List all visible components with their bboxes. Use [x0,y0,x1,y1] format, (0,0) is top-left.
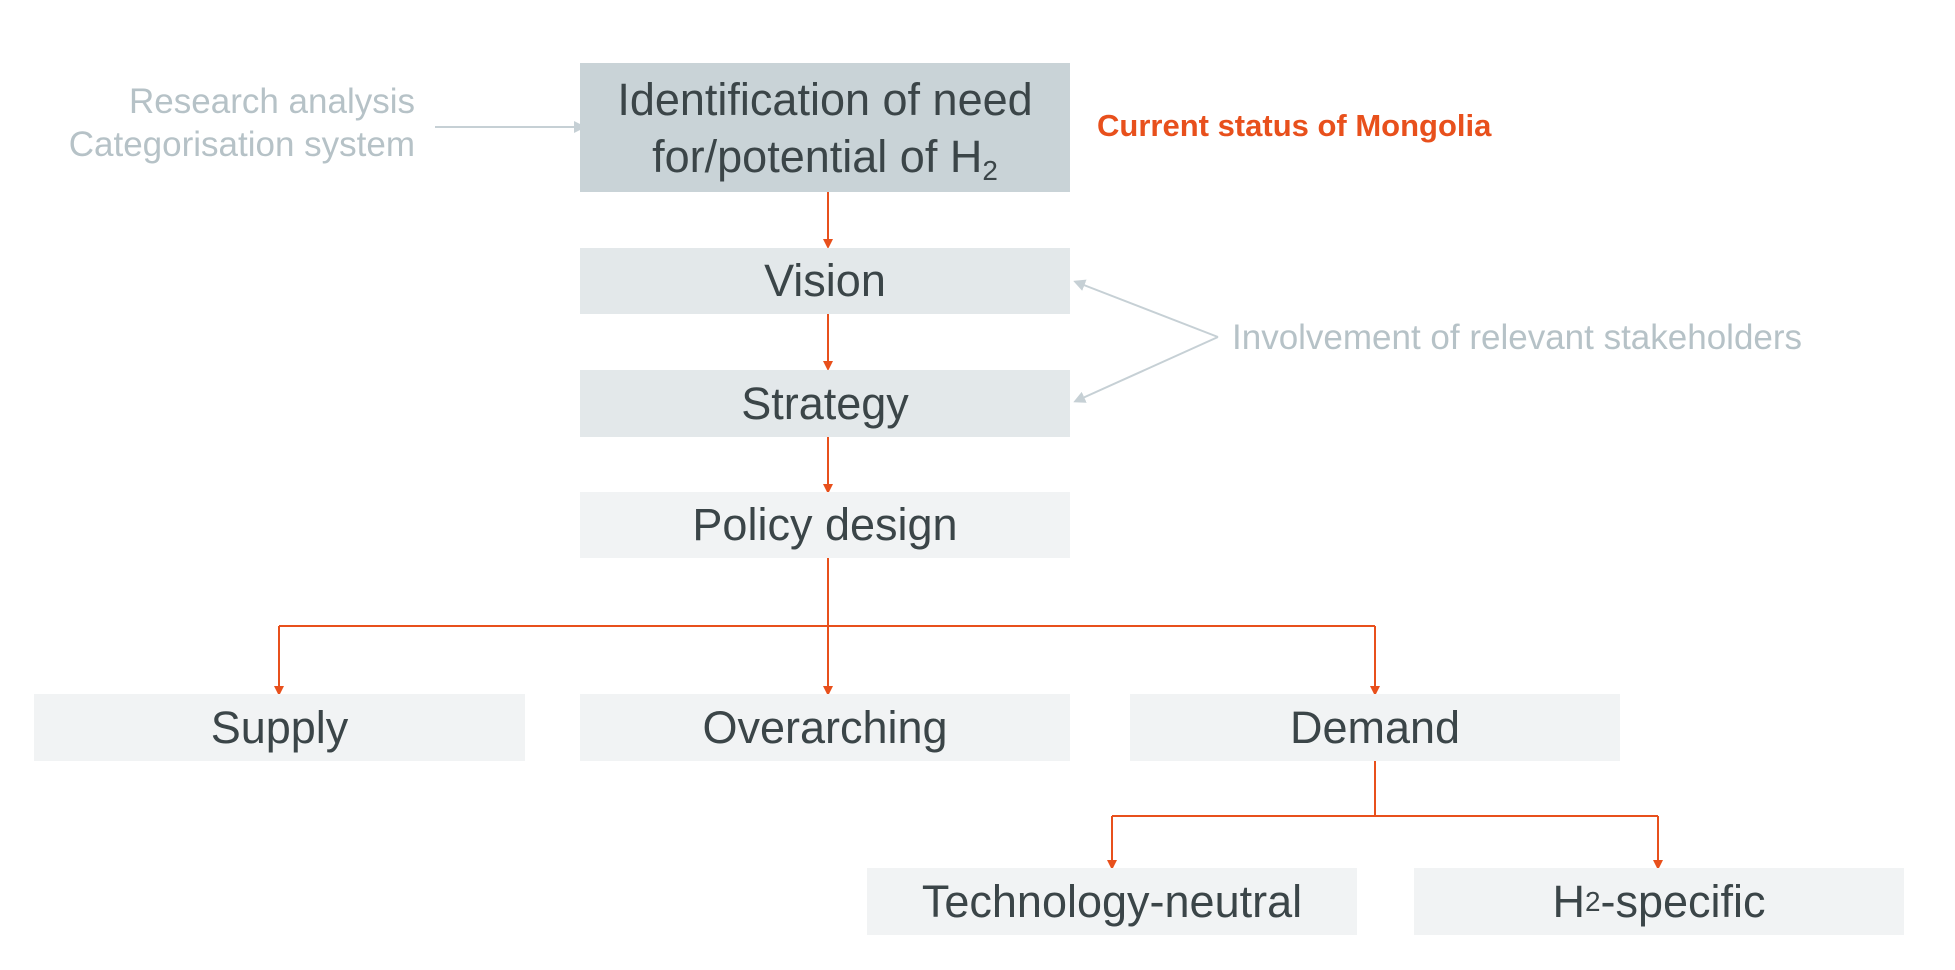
policy-design-node: Policy design [580,492,1070,558]
stakeholders-to-strategy-arrow [1073,336,1219,403]
top-node-line2-subscript: 2 [982,154,998,186]
vision-node: Vision [580,248,1070,314]
research-label: Research analysis Categorisation system [30,80,415,166]
top-node-line2-text: for/potential of H [652,130,983,182]
overarching-node: Overarching [580,694,1070,761]
stakeholders-label: Involvement of relevant stakeholders [1232,318,1803,357]
strategy-node: Strategy [580,370,1070,437]
top-node: Identification of need for/potential of … [580,63,1070,192]
top-node-line1: Identification of need [617,73,1033,125]
h2-specific-suffix: -specific [1600,875,1766,927]
top-node-line2: for/potential of H2 [652,128,998,185]
stakeholders-to-vision-arrow [1073,279,1219,338]
status-label: Current status of Mongolia [1097,108,1492,143]
h2-specific-prefix: H [1552,875,1585,927]
research-label-line1: Research analysis [129,82,415,121]
technology-neutral-node: Technology-neutral [867,868,1357,935]
research-label-line2: Categorisation system [68,125,415,164]
supply-node: Supply [34,694,525,761]
demand-node: Demand [1130,694,1620,761]
